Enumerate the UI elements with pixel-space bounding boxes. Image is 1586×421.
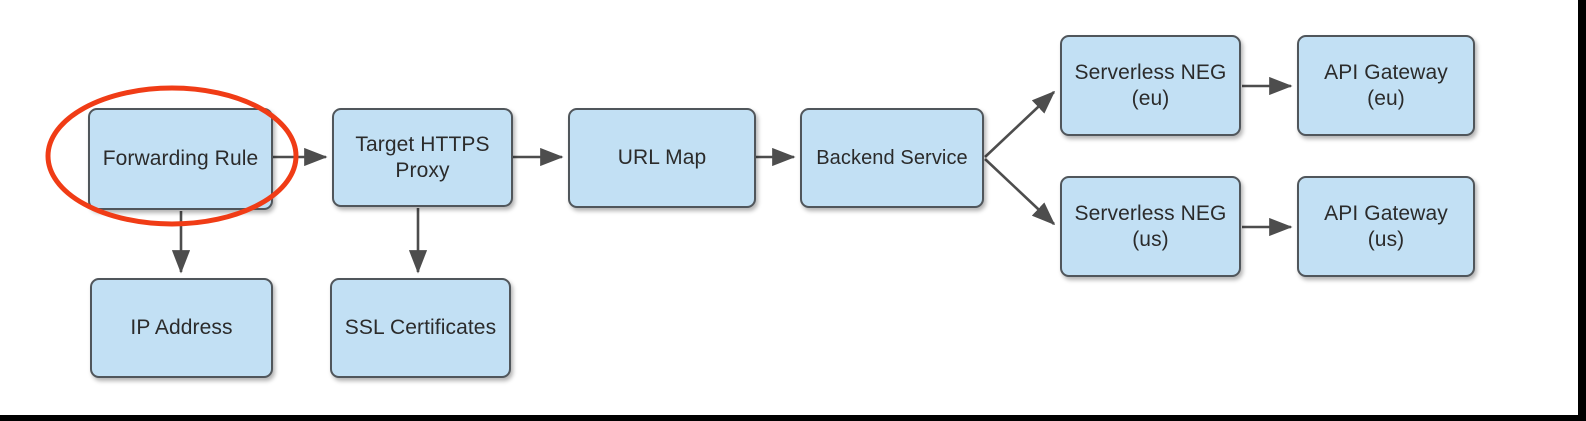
- node-serverless-neg-us[interactable]: Serverless NEG (us): [1060, 176, 1241, 277]
- node-target-https-proxy[interactable]: Target HTTPS Proxy: [332, 108, 513, 207]
- node-api-gateway-us[interactable]: API Gateway (us): [1297, 176, 1475, 277]
- screenshot-right-border: [1578, 0, 1586, 421]
- node-forwarding-rule[interactable]: Forwarding Rule: [88, 108, 273, 210]
- node-api-gateway-eu[interactable]: API Gateway (eu): [1297, 35, 1475, 136]
- screenshot-bottom-border: [0, 415, 1586, 421]
- node-backend-service[interactable]: Backend Service: [800, 108, 984, 208]
- node-serverless-neg-eu[interactable]: Serverless NEG (eu): [1060, 35, 1241, 136]
- edge-backend-service-to-serverless-neg-eu: [984, 90, 1056, 158]
- node-ssl-certificates[interactable]: SSL Certificates: [330, 278, 511, 378]
- node-url-map[interactable]: URL Map: [568, 108, 756, 208]
- edge-backend-service-to-serverless-neg-us: [984, 158, 1056, 226]
- node-ip-address[interactable]: IP Address: [90, 278, 273, 378]
